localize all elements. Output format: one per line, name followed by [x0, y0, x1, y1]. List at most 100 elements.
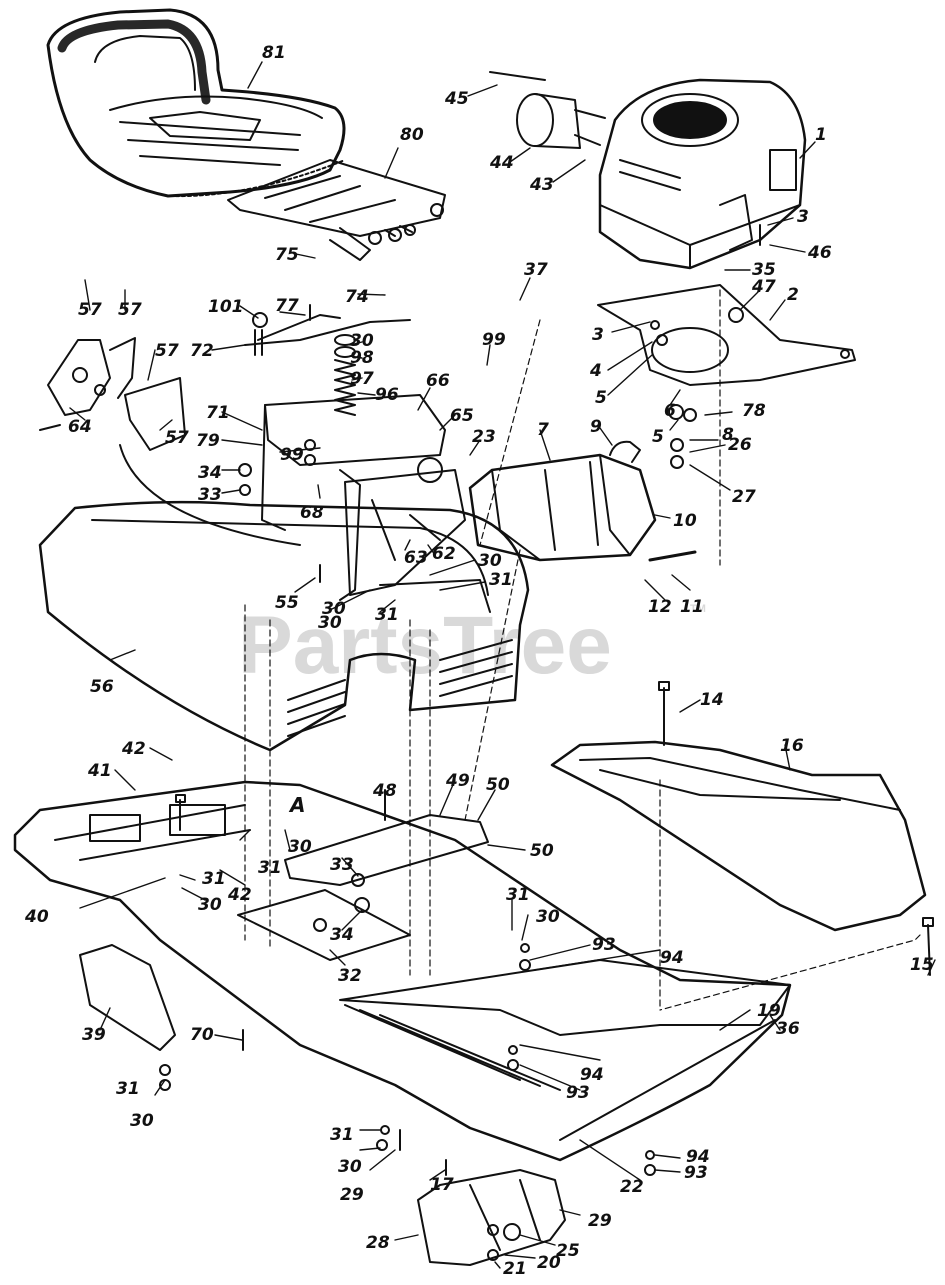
- callout-55: 55: [275, 593, 299, 613]
- callout-7: 7: [537, 420, 549, 440]
- callout-37: 37: [524, 260, 548, 280]
- callout-101: 101: [208, 297, 244, 317]
- callout-57: 57: [78, 300, 102, 320]
- callout-96: 96: [375, 385, 399, 405]
- seat-part: [46, 8, 346, 198]
- callout-5: 5: [652, 427, 664, 447]
- callout-39: 39: [82, 1025, 106, 1045]
- starter-part: [489, 71, 606, 149]
- callout-77: 77: [275, 296, 299, 316]
- callout-19: 19: [757, 1001, 781, 1021]
- lift-linkage-part: [39, 337, 186, 451]
- callout-29: 29: [340, 1185, 364, 1205]
- callout-71: 71: [206, 403, 230, 423]
- callout-30: 30: [198, 895, 222, 915]
- callout-57: 57: [118, 300, 142, 320]
- callout-50: 50: [530, 841, 554, 861]
- callout-41: 41: [87, 761, 112, 781]
- callout-78: 78: [742, 401, 766, 421]
- step-plate-part: [237, 889, 411, 961]
- callout-25: 25: [556, 1241, 580, 1261]
- engine-part: [598, 78, 807, 270]
- callout-94: 94: [686, 1147, 710, 1167]
- callout-28: 28: [366, 1233, 390, 1253]
- callout-42: 42: [121, 739, 146, 759]
- callout-49: 49: [445, 771, 470, 791]
- callout-31: 31: [375, 605, 399, 625]
- callout-36: 36: [776, 1019, 800, 1039]
- callout-11: 11: [680, 597, 704, 617]
- deflector-part: [417, 1169, 566, 1266]
- hardware-parts: [159, 224, 934, 1261]
- callout-93: 93: [684, 1163, 708, 1183]
- callout-81: 81: [262, 43, 286, 63]
- callout-3: 3: [592, 325, 604, 345]
- callout-6: 6: [664, 401, 676, 421]
- rear-hood-part: [550, 740, 927, 932]
- section-marker-a: A: [288, 793, 305, 817]
- callout-9: 9: [590, 417, 602, 437]
- callout-75: 75: [275, 245, 299, 265]
- callout-31: 31: [506, 885, 530, 905]
- callout-57: 57: [155, 341, 179, 361]
- callout-17: 17: [430, 1175, 454, 1195]
- callout-45: 45: [444, 89, 469, 109]
- callout-68: 68: [300, 503, 324, 523]
- cross-member-part: [284, 814, 489, 886]
- engine-plate-part: [597, 284, 856, 386]
- callout-66: 66: [426, 371, 450, 391]
- callout-8: 8: [722, 425, 734, 445]
- callout-26: 26: [728, 435, 752, 455]
- leader-lines: [69, 61, 936, 1269]
- callout-93: 93: [592, 935, 616, 955]
- watermark-text: PartsTree: [238, 600, 612, 691]
- callout-30: 30: [130, 1111, 154, 1131]
- callout-40: 40: [24, 907, 49, 927]
- callout-93: 93: [566, 1083, 590, 1103]
- callout-44: 44: [489, 153, 514, 173]
- callout-64: 64: [68, 417, 92, 437]
- callout-29: 29: [588, 1211, 612, 1231]
- control-plate-part: [261, 394, 491, 613]
- callout-30: 30: [318, 613, 342, 633]
- callout-16: 16: [780, 736, 804, 756]
- callout-72: 72: [190, 341, 214, 361]
- callout-94: 94: [580, 1065, 604, 1085]
- callout-99: 99: [280, 445, 304, 465]
- callout-80: 80: [400, 125, 424, 145]
- callout-31: 31: [489, 570, 513, 590]
- callout-12: 12: [648, 597, 672, 617]
- callout-4: 4: [589, 361, 602, 381]
- fuel-tank-part: [468, 440, 697, 562]
- side-guard-part: [79, 944, 176, 1051]
- callout-70: 70: [190, 1025, 214, 1045]
- callout-27: 27: [732, 487, 756, 507]
- callout-42: 42: [227, 885, 252, 905]
- spring-assembly-part: [244, 314, 411, 416]
- callout-10: 10: [673, 511, 697, 531]
- callout-23: 23: [472, 427, 496, 447]
- callout-21: 21: [503, 1259, 527, 1279]
- callout-33: 33: [330, 855, 354, 875]
- callout-62: 62: [432, 544, 456, 564]
- callout-98: 98: [350, 348, 374, 368]
- frame-part: [13, 780, 792, 1162]
- callout-30: 30: [322, 599, 346, 619]
- callout-3: 3: [797, 207, 809, 227]
- callout-65: 65: [450, 406, 474, 426]
- callout-48: 48: [372, 781, 397, 801]
- callout-99: 99: [482, 330, 506, 350]
- callout-30: 30: [338, 1157, 362, 1177]
- callout-1: 1: [815, 125, 827, 145]
- callout-22: 22: [620, 1177, 644, 1197]
- callout-15: 15: [910, 955, 934, 975]
- callout-63: 63: [404, 548, 428, 568]
- callout-46: 46: [807, 243, 832, 263]
- callout-74: 74: [345, 287, 369, 307]
- watermark-tm: TM: [690, 603, 706, 615]
- callout-34: 34: [198, 463, 222, 483]
- seat-bracket-part: [227, 159, 446, 261]
